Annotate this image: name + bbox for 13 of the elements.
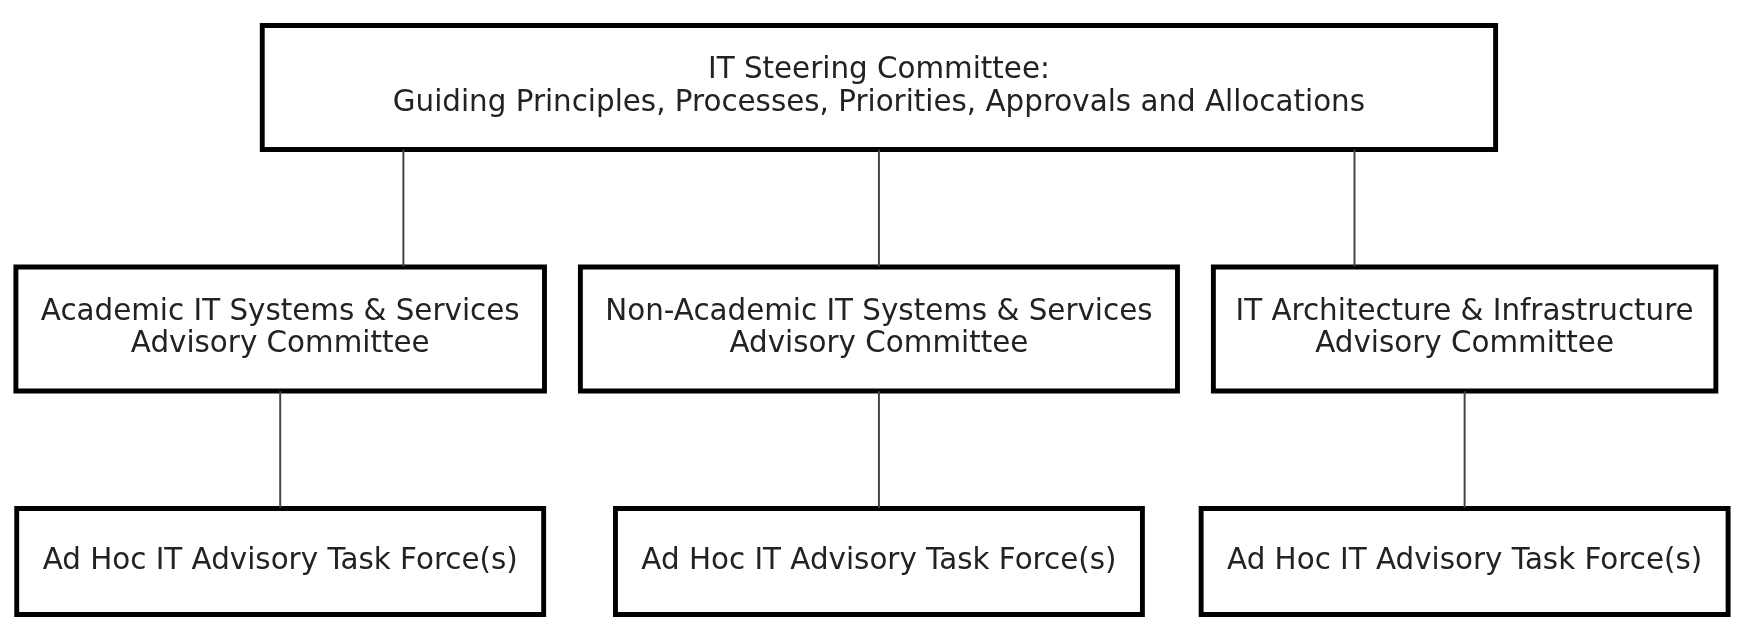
node-box: Ad Hoc IT Advisory Task Force(s) [613, 505, 1145, 617]
node-box: Non-Academic IT Systems & Services Advisory Committee [577, 264, 1180, 393]
connector [1463, 389, 1466, 509]
node-box: IT Architecture & Infrastructure Advisory Committee [1210, 264, 1719, 393]
node-box: IT Steering Committee: Guiding Principles, Processes, Priorities, Approvals and Allocations [259, 22, 1499, 152]
connector [402, 148, 405, 268]
node-box: Academic IT Systems & Services Advisory Committee [13, 264, 547, 393]
node-box: Ad Hoc IT Advisory Task Force(s) [1198, 505, 1731, 617]
connector [877, 389, 880, 509]
node-box: Ad Hoc IT Advisory Task Force(s) [14, 505, 547, 617]
connector [279, 389, 282, 509]
connector [877, 148, 880, 268]
connector [1353, 148, 1356, 268]
